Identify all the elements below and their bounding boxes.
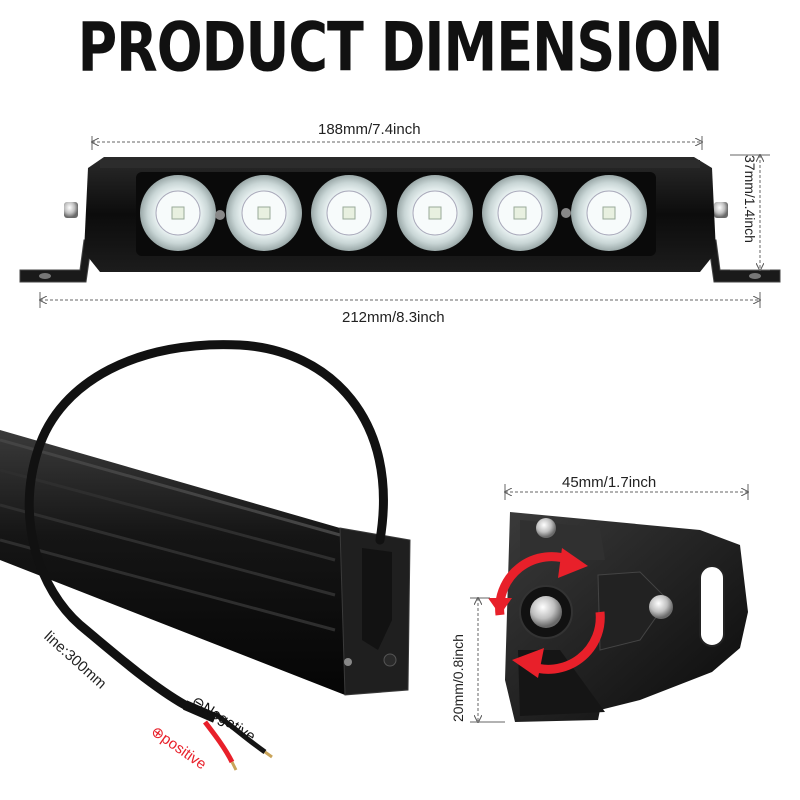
total-width-label: 212mm/8.3inch [342, 309, 445, 326]
page-title: PRODUCT DIMENSION [77, 8, 724, 87]
total-width-dimension-line [40, 292, 760, 308]
led-5 [482, 175, 558, 251]
height-dimension-line [730, 155, 770, 270]
led-4 [397, 175, 473, 251]
rotate-arrow-icon [488, 548, 605, 678]
led-2 [226, 175, 302, 251]
height-label: 37mm/1.4inch [742, 155, 758, 243]
bracket-detail [470, 484, 748, 722]
led-row [140, 175, 647, 251]
top-width-dimension-line [92, 136, 702, 150]
led-1 [140, 175, 216, 251]
led-6 [571, 175, 647, 251]
top-width-label: 188mm/7.4inch [318, 121, 421, 138]
light-bar-front-view [19, 157, 781, 283]
bracket-width-label: 45mm/1.7inch [562, 474, 657, 491]
led-3 [311, 175, 387, 251]
bracket-height-label: 20mm/0.8inch [450, 634, 466, 722]
power-wire [24, 340, 388, 771]
light-bar-side-view [0, 430, 411, 696]
